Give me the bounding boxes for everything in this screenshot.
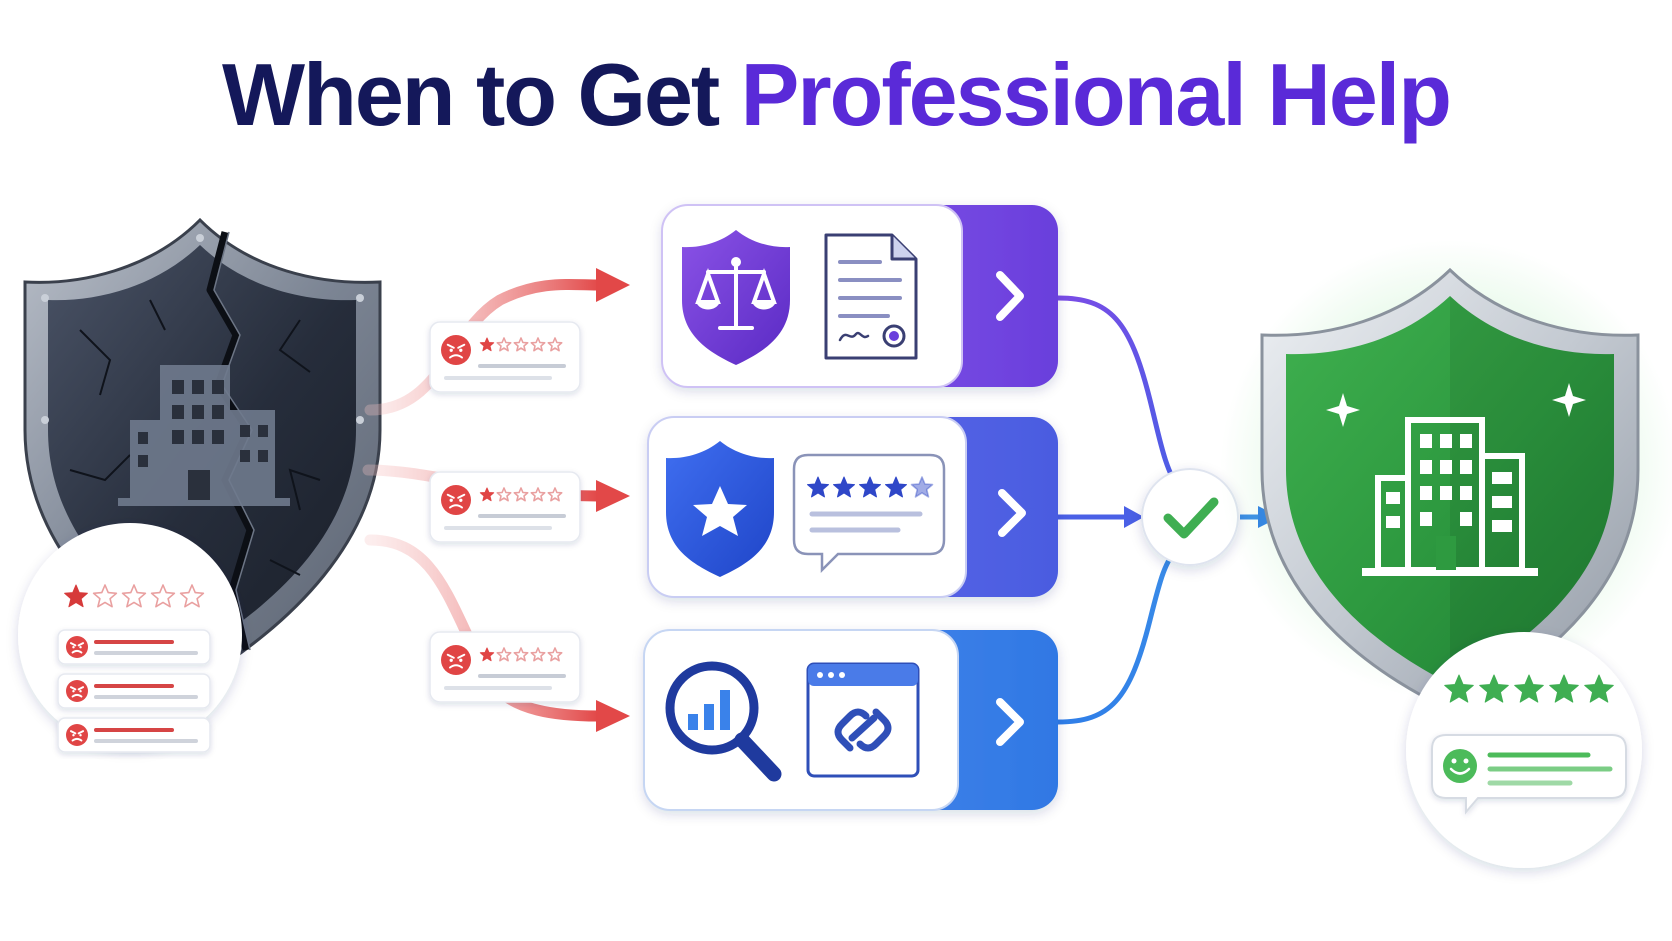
title-prefix: When to Get <box>222 45 741 144</box>
left-rating-badge <box>18 523 242 753</box>
angry-face-icon <box>441 485 471 515</box>
service-card-legal[interactable] <box>661 204 1058 388</box>
angry-face-icon <box>441 335 471 365</box>
building-icon <box>1362 417 1538 576</box>
right-badge-stars <box>1444 674 1614 703</box>
angry-face-icon <box>441 645 471 675</box>
signed-document-icon <box>824 233 918 360</box>
star-empty-icon <box>530 337 546 352</box>
arrow-head-icon <box>596 268 630 302</box>
negative-review-card <box>429 471 581 543</box>
star-half-icon <box>910 476 934 498</box>
star-filled-icon <box>479 487 495 502</box>
page-title: When to Get Professional Help <box>0 40 1672 150</box>
negative-review-card <box>429 631 581 703</box>
star-filled-icon <box>479 337 495 352</box>
service-card-seo[interactable] <box>643 629 1058 811</box>
star-filled-icon <box>833 476 855 498</box>
star-partial-fill <box>911 477 933 497</box>
star-filled-icon <box>64 584 88 608</box>
star-empty-icon <box>92 584 118 608</box>
positive-review-bubble <box>1431 734 1627 815</box>
angry-face-icon <box>66 636 88 658</box>
star-empty-icon <box>530 487 546 502</box>
star-empty-icon <box>530 647 546 662</box>
arrow-head-icon <box>596 480 630 512</box>
sparkle-icon <box>1552 383 1586 417</box>
review-card-stars <box>479 337 563 352</box>
angry-face-icon <box>66 680 88 702</box>
star-shield-icon <box>666 441 774 577</box>
star-empty-icon <box>547 337 563 352</box>
star-filled-icon <box>1584 674 1614 703</box>
star-filled-icon <box>1479 674 1509 703</box>
star-filled-icon <box>1444 674 1474 703</box>
right-rating-badge <box>1406 632 1642 868</box>
complaint-row <box>57 717 211 753</box>
review-card-stars <box>479 487 563 502</box>
protected-shield-icon <box>1220 240 1672 712</box>
review-bubble-icon <box>792 453 946 574</box>
star-empty-icon <box>513 337 529 352</box>
star-filled-icon <box>859 476 881 498</box>
star-filled-icon <box>1514 674 1544 703</box>
title-highlight: Professional Help <box>740 45 1452 144</box>
star-empty-icon <box>547 647 563 662</box>
service-card-reputation[interactable] <box>647 416 1058 598</box>
arrow-head-icon <box>596 700 630 732</box>
star-empty-icon <box>496 487 512 502</box>
star-empty-icon <box>513 487 529 502</box>
arrow-head-icon <box>1124 506 1144 528</box>
star-empty-icon <box>179 584 205 608</box>
star-empty-icon <box>121 584 147 608</box>
happy-face-icon <box>1443 749 1477 783</box>
star-empty-icon <box>150 584 176 608</box>
angry-face-icon <box>66 724 88 746</box>
negative-review-card <box>429 321 581 393</box>
chevron-right-icon[interactable] <box>996 271 1024 321</box>
legal-shield-icon <box>682 230 790 365</box>
chevron-right-icon[interactable] <box>996 698 1024 746</box>
review-card-stars <box>479 647 563 662</box>
star-filled-icon <box>479 647 495 662</box>
star-empty-icon <box>547 487 563 502</box>
complaint-row <box>57 629 211 665</box>
left-badge-stars <box>64 584 205 608</box>
star-filled-icon <box>885 476 907 498</box>
star-filled-icon <box>1549 674 1579 703</box>
link-browser-icon <box>806 662 920 778</box>
review-bubble-stars <box>807 476 934 498</box>
complaint-row <box>57 673 211 709</box>
sparkle-icon <box>1326 393 1360 427</box>
analytics-search-icon <box>665 661 782 782</box>
star-empty-icon <box>513 647 529 662</box>
check-icon <box>1163 497 1219 539</box>
star-filled-icon <box>807 476 829 498</box>
star-empty-icon <box>496 647 512 662</box>
star-empty-icon <box>496 337 512 352</box>
chevron-right-icon[interactable] <box>998 489 1026 537</box>
